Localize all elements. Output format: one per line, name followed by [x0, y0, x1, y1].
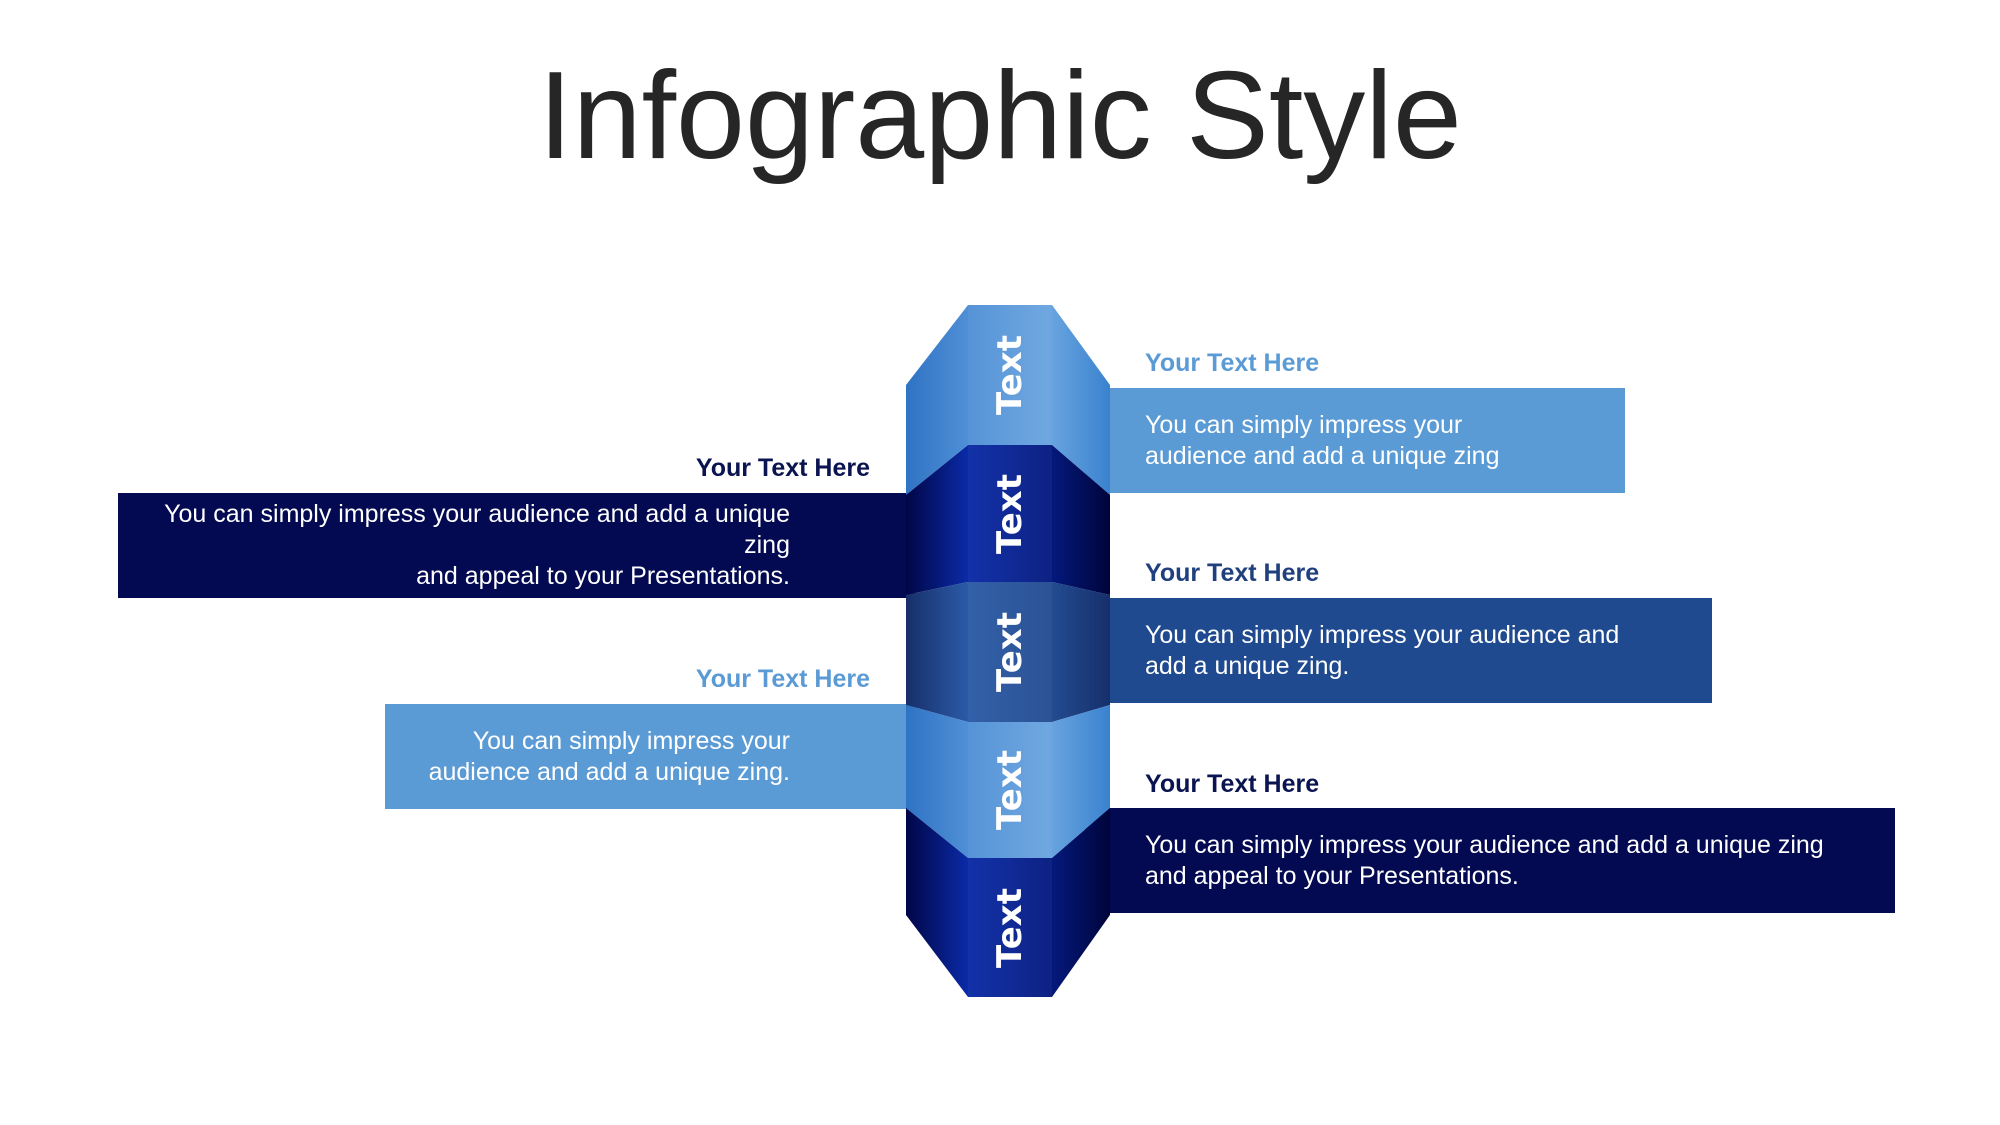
- item-3-band: You can simply impress your audience and…: [1085, 598, 1712, 703]
- item-2-heading: Your Text Here: [695, 454, 870, 482]
- item-5-body: You can simply impress your audience and…: [1145, 830, 1824, 890]
- item-1-body: You can simply impress your audience and…: [1145, 410, 1500, 470]
- prism-segment-2-label: Text: [990, 474, 1030, 554]
- prism-segment-2: [906, 445, 1110, 595]
- item-1-band: You can simply impress your audience and…: [1085, 388, 1625, 493]
- item-4-band: You can simply impress your audience and…: [385, 704, 915, 809]
- prism-segment-1-label: Text: [990, 335, 1030, 415]
- slide-title: Infographic Style: [538, 47, 1462, 185]
- item-3-heading: Your Text Here: [1145, 559, 1320, 587]
- prism-segment-4-label: Text: [990, 750, 1030, 830]
- item-5-heading: Your Text Here: [1145, 770, 1320, 798]
- item-5-band: You can simply impress your audience and…: [1085, 808, 1895, 913]
- prism-segment-1: [906, 305, 1110, 495]
- item-1-heading: Your Text Here: [1145, 349, 1320, 377]
- item-4-body: You can simply impress your audience and…: [428, 726, 790, 786]
- prism-segment-3: [906, 582, 1110, 722]
- item-3-body: You can simply impress your audience and…: [1145, 620, 1620, 680]
- prism-segment-5: [906, 808, 1110, 997]
- prism-segment-4: [906, 705, 1110, 858]
- item-2-band: You can simply impress your audience and…: [118, 493, 915, 598]
- prism-segment-3-label: Text: [990, 612, 1030, 692]
- prism-segment-5-label: Text: [990, 888, 1030, 968]
- item-2-body: You can simply impress your audience and…: [164, 500, 790, 590]
- item-4-heading: Your Text Here: [695, 665, 870, 693]
